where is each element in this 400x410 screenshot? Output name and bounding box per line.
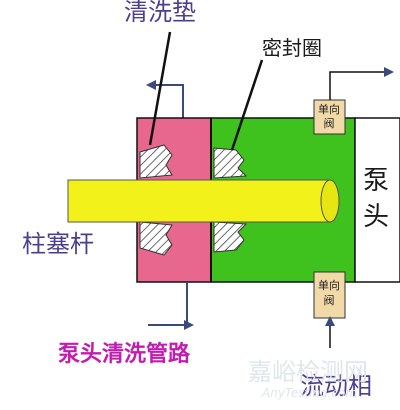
label-cleaning-pad: 清洗垫 xyxy=(124,0,196,26)
label-check-valve-top-1: 单向 xyxy=(318,103,340,116)
seal-ring-top xyxy=(213,147,248,179)
watermark-name: 嘉峪检测网 xyxy=(248,358,368,386)
cleaning-line-top xyxy=(146,80,184,118)
label-pump-head-2: 头 xyxy=(363,202,390,232)
seal-ring-bottom xyxy=(213,221,248,253)
label-plunger-rod: 柱塞杆 xyxy=(22,230,94,258)
label-cleaning-line: 泵头清洗管路 xyxy=(58,342,191,367)
leader-seal-ring xyxy=(230,59,264,151)
label-check-valve-bottom-1: 单向 xyxy=(318,279,340,292)
leader-cleaning-pad xyxy=(148,31,172,146)
check-valve-bottom xyxy=(313,271,346,319)
label-check-valve-top-2: 阀 xyxy=(323,117,335,130)
pad-seal-top xyxy=(139,144,173,179)
watermark-url: AnyTesting.com xyxy=(262,386,358,400)
label-seal-ring: 密封圈 xyxy=(262,36,322,60)
label-check-valve-bottom-2: 阀 xyxy=(323,294,335,307)
label-mobile-phase: 流动相 xyxy=(300,372,372,400)
outlet-line xyxy=(329,67,394,100)
plunger-rod-end xyxy=(320,179,340,223)
cleaning-line-bottom xyxy=(148,282,188,326)
label-pump-head-1: 泵 xyxy=(363,166,390,196)
pad-seal-bottom xyxy=(139,221,173,256)
pump-head-panel xyxy=(354,117,400,283)
plunger-rod xyxy=(67,179,331,223)
